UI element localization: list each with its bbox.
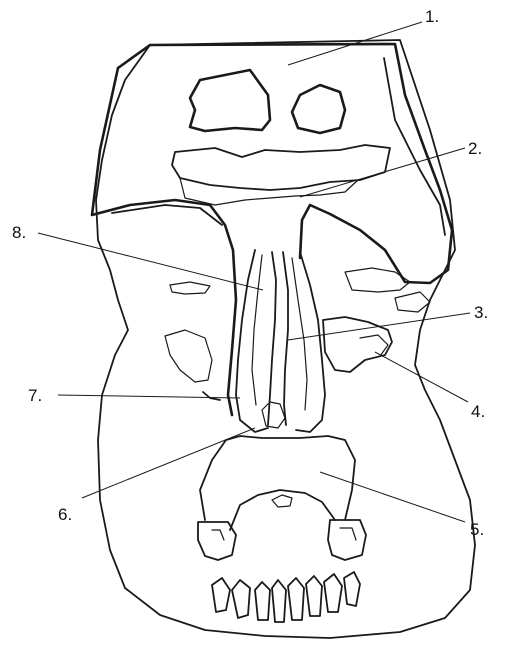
leader-line-5 <box>320 472 465 522</box>
maxillary-sinus-right <box>323 317 392 372</box>
maxillary-lobe-right <box>360 335 388 356</box>
zygoma-right <box>345 268 410 292</box>
nasal-concha-right <box>292 258 307 410</box>
label-6: 6. <box>58 505 72 524</box>
molar-right-inner <box>340 528 356 540</box>
frontal-sinus-cavity-left <box>190 70 270 131</box>
label-2: 2. <box>468 139 482 158</box>
zygoma-left <box>170 282 210 294</box>
left-orbit-fissure <box>203 392 220 400</box>
leader-line-6 <box>82 428 255 498</box>
nasal-cavity-left-wall <box>236 250 268 432</box>
inferior-turbinate <box>262 402 285 428</box>
zygoma-right-lower <box>395 292 430 312</box>
lower-teeth <box>212 572 360 622</box>
palate-small-foramen <box>272 495 292 507</box>
leader-line-4 <box>375 352 468 402</box>
label-7: 7. <box>28 386 42 405</box>
molar-left-inner <box>212 530 224 540</box>
upper-internal-line <box>112 205 222 225</box>
nasal-septum-right <box>283 252 288 425</box>
nasal-concha-left <box>252 255 262 405</box>
nasal-septum <box>268 252 276 425</box>
label-1: 1. <box>425 7 439 26</box>
label-5: 5. <box>470 520 484 539</box>
ethmoid-band <box>172 145 390 190</box>
label-3: 3. <box>474 303 488 322</box>
palate-outline <box>200 436 355 520</box>
molar-right <box>328 520 366 560</box>
maxillary-sinus-left <box>165 330 212 382</box>
orbit-roof-left <box>92 68 236 415</box>
palate-inner <box>230 490 335 530</box>
nasal-cavity-right-wall <box>296 252 325 432</box>
label-8: 8. <box>12 223 26 242</box>
frontal-sinus-cavity-right <box>292 85 345 133</box>
leader-line-7 <box>58 395 240 398</box>
label-4: 4. <box>471 402 485 421</box>
frontal-sinus-outline <box>118 44 452 283</box>
